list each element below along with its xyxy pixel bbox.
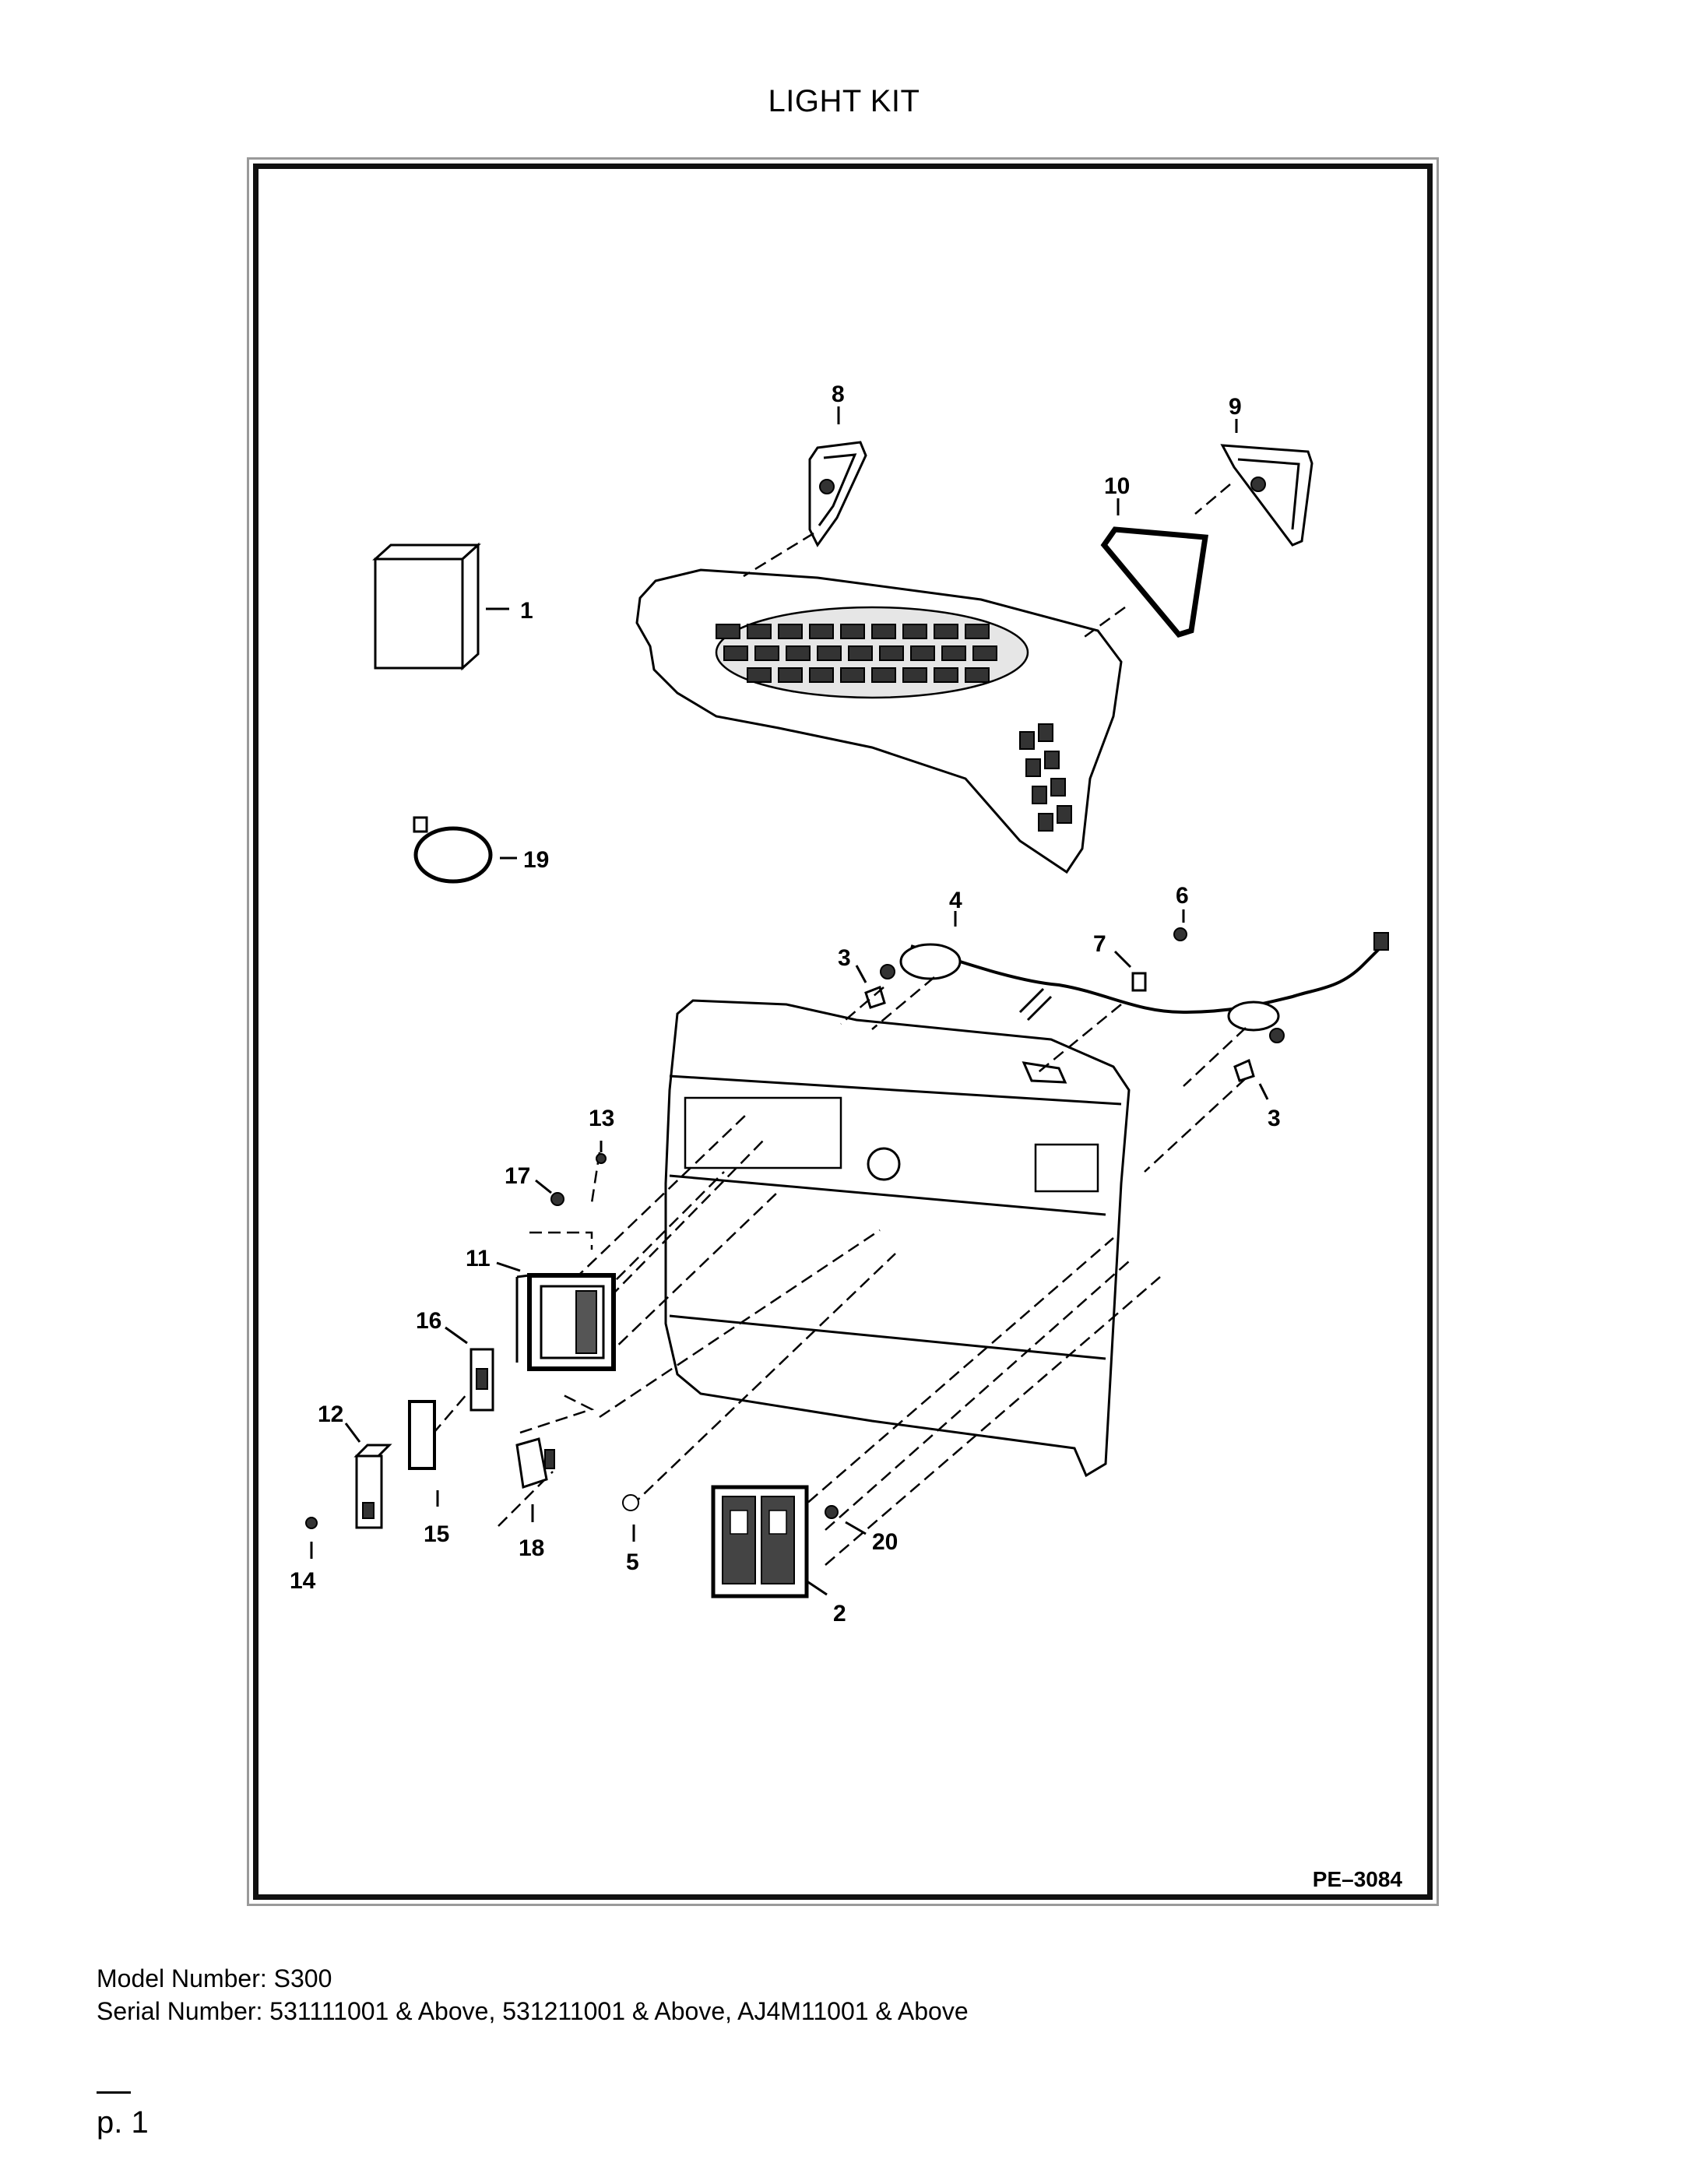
leader-3-left (855, 965, 867, 983)
callout-8: 8 (832, 382, 845, 407)
part-12-switch-cover (353, 1444, 392, 1529)
part-7-clip (1131, 972, 1147, 992)
roof-grille (716, 624, 997, 683)
callout-10: 10 (1104, 473, 1130, 499)
part-20-nut (825, 1505, 839, 1519)
diagram-frame-outer (247, 157, 1439, 1906)
dash-9 (1194, 484, 1231, 515)
leader-2 (805, 1579, 828, 1596)
dash-10 (1081, 606, 1126, 640)
callout-3-right: 3 (1268, 1106, 1281, 1131)
part-13-screw (596, 1153, 607, 1164)
callout-20: 20 (872, 1529, 898, 1555)
part-19-cable-tie (413, 816, 493, 884)
part-14-screw (305, 1517, 318, 1529)
part-17-nut (550, 1192, 564, 1206)
callout-7: 7 (1093, 931, 1106, 957)
page-title: LIGHT KIT (768, 84, 920, 118)
callout-17: 17 (505, 1163, 530, 1189)
side-grille (1019, 723, 1072, 832)
part-5-washer (622, 1494, 639, 1511)
page-number: p. 1 (97, 2105, 149, 2140)
part-6-nut (1173, 927, 1187, 941)
roof-panel (635, 568, 1123, 874)
dash-8 (743, 532, 814, 578)
figure-id: PE–3084 (1312, 1867, 1402, 1891)
leader-20 (845, 1521, 867, 1535)
callout-14: 14 (290, 1568, 316, 1594)
part-15-gasket (408, 1400, 436, 1470)
part-8-light-housing (808, 441, 867, 547)
part-3-connector-right (1233, 1028, 1285, 1082)
diagram-frame (253, 164, 1433, 1900)
assembly-dash-lines (420, 976, 1247, 1566)
callout-4: 4 (949, 888, 962, 913)
leader-17 (535, 1179, 552, 1194)
serial-number: Serial Number: 531111001 & Above, 531211… (97, 1997, 969, 2025)
part-1-box (372, 542, 481, 671)
callout-6: 6 (1176, 883, 1189, 909)
callout-3-left: 3 (838, 945, 851, 971)
leader-11 (496, 1261, 521, 1272)
part-3-connector-left (864, 964, 895, 1009)
callout-11: 11 (466, 1246, 491, 1271)
part-18-rocker (515, 1437, 555, 1489)
dash-panel (664, 999, 1131, 1478)
leader-16 (445, 1326, 468, 1345)
leader-7 (1113, 950, 1132, 969)
part-10-seal (1100, 526, 1209, 638)
callout-15: 15 (424, 1521, 449, 1547)
leader-3-right (1258, 1083, 1269, 1100)
model-number: Model Number: S300 (97, 1964, 332, 1992)
leader-12 (344, 1423, 361, 1443)
callout-1: 1 (520, 598, 533, 624)
page-number-rule (97, 2091, 131, 2094)
callout-16: 16 (416, 1308, 441, 1334)
callout-2: 2 (833, 1601, 846, 1627)
callout-13: 13 (589, 1106, 614, 1131)
part-11-bezel (515, 1273, 616, 1371)
callout-5: 5 (626, 1549, 639, 1575)
part-4-harness (899, 932, 1389, 1032)
part-2-switch-panel (711, 1485, 809, 1598)
part-9-light-housing (1220, 444, 1313, 547)
callout-18: 18 (519, 1535, 544, 1561)
part-16-switch (469, 1348, 494, 1412)
callout-12: 12 (318, 1401, 343, 1427)
callout-9: 9 (1229, 394, 1242, 420)
callout-19: 19 (523, 847, 549, 873)
